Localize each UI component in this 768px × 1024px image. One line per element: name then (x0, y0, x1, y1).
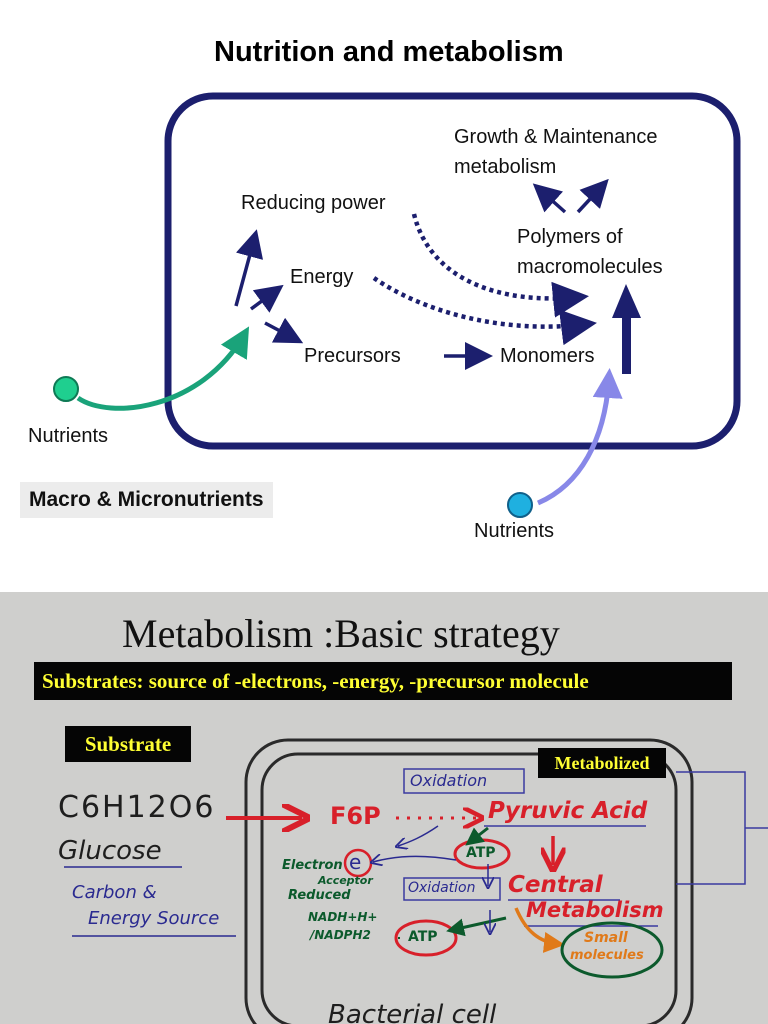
left-nutrient-dot (53, 376, 79, 402)
green-arrow-atp-bottom (446, 916, 507, 937)
arrow-growth-left (532, 183, 567, 214)
macro-micronutrients-label: Macro & Micronutrients (20, 482, 273, 518)
dotted-arrow-energy (372, 276, 597, 346)
reducing-power-label: Reducing power (241, 192, 386, 214)
nutrition-panel: Nutrition and metabolism (20, 36, 741, 542)
oxidation-box-mid (403, 877, 501, 901)
orange-arrow-small (514, 907, 565, 953)
growth-label-line2: metabolism (454, 156, 557, 178)
right-nutrient-dot (507, 492, 533, 518)
small-molecules-ellipse (560, 921, 664, 979)
substrates-bar: Substrates: source of -electrons, -energ… (34, 662, 732, 700)
right-nutrient-path (537, 368, 623, 506)
electron-label-line1: Electron (282, 858, 343, 873)
arrow-to-reducing-power (234, 229, 264, 307)
big-arrow-head (612, 284, 641, 318)
arrow-to-precursors (264, 317, 304, 344)
oxidation-label-mid: Oxidation (408, 880, 476, 896)
green-arrow-atp-top (465, 826, 489, 846)
reduced-label: Reduced (288, 888, 351, 903)
glucose-label: Glucose (58, 836, 162, 866)
atp-top-label: ATP (466, 845, 496, 861)
nutrition-diagram-graphics (53, 92, 741, 518)
panel2-title: Metabolism :Basic strategy (122, 611, 560, 656)
electron-label-line2: Acceptor (318, 874, 373, 887)
left-nutrient-path (76, 326, 250, 411)
nadh-label: NADH+H+ (308, 910, 378, 924)
nutrients-right-label: Nutrients (474, 520, 555, 542)
panel1-title: Nutrition and metabolism (214, 36, 564, 68)
big-arrow-shaft (622, 312, 631, 374)
central-label: Central (508, 872, 603, 898)
pyruvic-acid-label: Pyruvic Acid (488, 798, 648, 824)
polymers-label-line2: macromolecules (517, 256, 663, 278)
growth-label-line1: Growth & Maintenance (454, 126, 658, 148)
cell-boundary (164, 92, 741, 450)
metabolized-bracket (676, 771, 768, 885)
metabolism-strategy-panel: Metabolism :Basic strategy Substrates: s… (0, 592, 768, 1024)
carbon-label-line1: Carbon & (72, 882, 157, 903)
metabolized-box: Metabolized (538, 748, 666, 778)
electron-symbol: e (349, 850, 362, 874)
small-molecules-line1: Small (584, 930, 628, 946)
atp-bottom-label: ATP (408, 929, 438, 945)
small-molecules-line2: molecules (570, 948, 644, 963)
monomers-label: Monomers (500, 345, 595, 367)
nutrients-left-label: Nutrients (28, 425, 109, 447)
blue-arrow-pyruvic-left (398, 825, 439, 846)
energy-label: Energy (290, 266, 354, 288)
substrate-box: Substrate (65, 726, 191, 762)
arrow-to-energy (249, 284, 284, 313)
cell-outline-outer (244, 738, 694, 1024)
f6p-label: F6P (330, 802, 381, 830)
oxidation-box-top (403, 768, 525, 794)
bacterial-cell-label: Bacterial cell (328, 1000, 497, 1024)
atp-circle-bottom (394, 919, 458, 957)
cell-outline-inner (260, 752, 678, 1024)
nadph-label: /NADPH2 (310, 928, 371, 942)
polymers-label-line1: Polymers of (517, 226, 623, 248)
precursors-label: Precursors (304, 345, 401, 367)
arrow-growth-right (576, 178, 609, 214)
metabolism-sketch-graphics (64, 738, 768, 1024)
carbon-label-line2: Energy Source (88, 908, 220, 929)
glucose-formula: C6H12O6 (58, 790, 216, 825)
metabolism-label: Metabolism (526, 898, 664, 922)
oxidation-label-top: Oxidation (410, 771, 488, 790)
blue-arrow-to-e (373, 856, 457, 862)
